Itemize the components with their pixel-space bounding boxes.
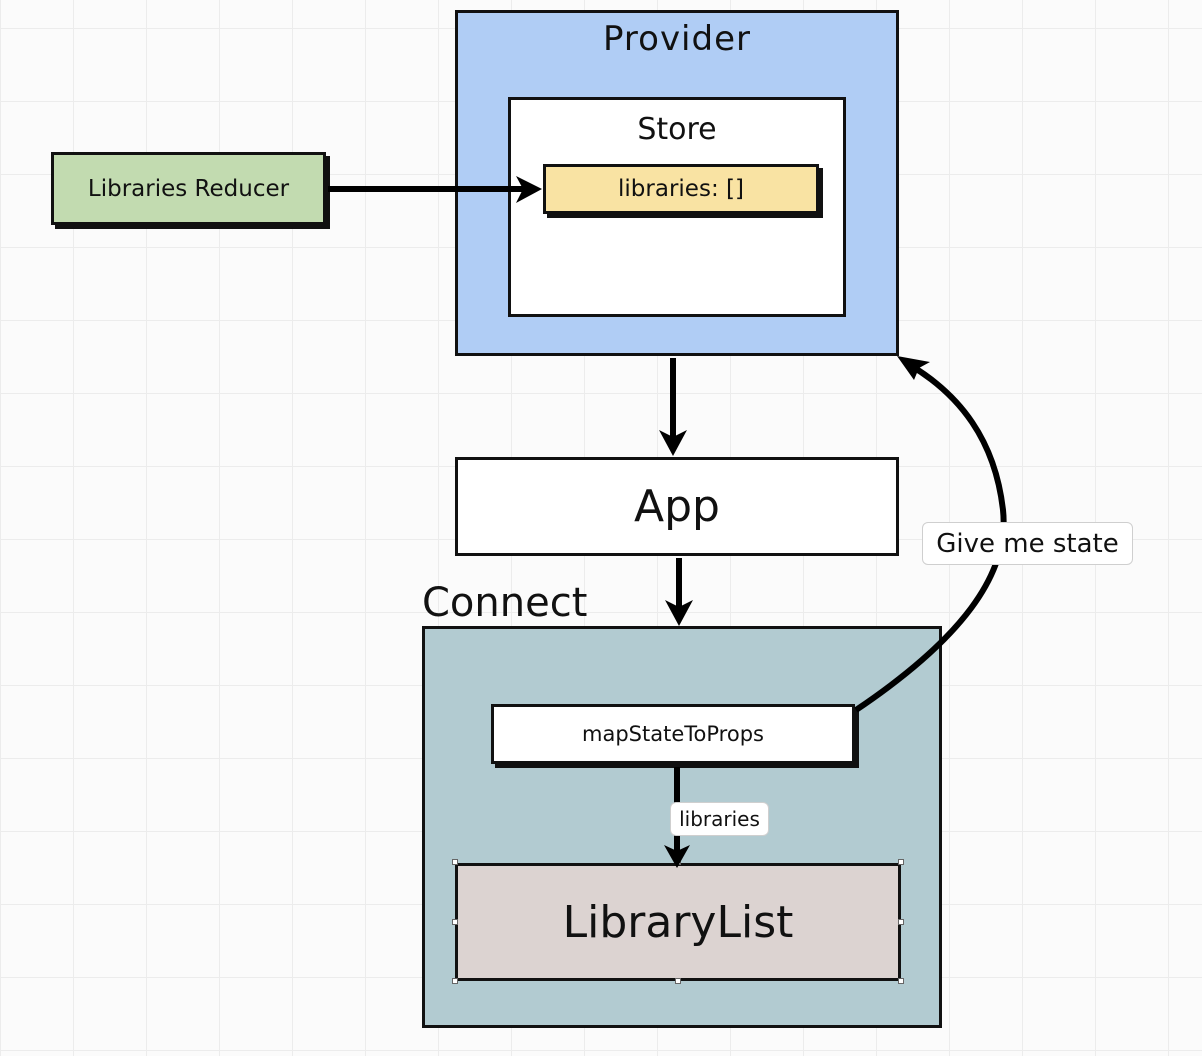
store-label: Store — [637, 112, 717, 147]
libraries-state-field[interactable]: libraries: [] — [543, 164, 819, 214]
selection-handle[interactable] — [675, 859, 681, 865]
selection-handle[interactable] — [898, 859, 904, 865]
library-list-label: LibraryList — [562, 896, 794, 948]
app-box[interactable]: App — [455, 457, 899, 556]
selection-handle[interactable] — [452, 919, 458, 925]
libraries-reducer-box[interactable]: Libraries Reducer — [51, 152, 326, 225]
selection-handle[interactable] — [898, 978, 904, 984]
give-me-state-text: Give me state — [936, 528, 1119, 559]
libraries-reducer-label: Libraries Reducer — [87, 175, 290, 202]
selection-handle[interactable] — [898, 919, 904, 925]
library-list-box[interactable]: LibraryList — [455, 863, 901, 981]
selection-handle[interactable] — [452, 859, 458, 865]
map-state-to-props-label: mapStateToProps — [582, 722, 764, 746]
provider-label: Provider — [603, 19, 751, 59]
app-label: App — [634, 481, 720, 532]
libraries-state-label: libraries: [] — [618, 176, 744, 202]
connect-label: Connect — [422, 580, 588, 626]
map-state-to-props-box[interactable]: mapStateToProps — [491, 704, 855, 764]
libraries-edge-text: libraries — [679, 807, 760, 831]
selection-handle[interactable] — [452, 978, 458, 984]
app-to-connect-arrowhead — [665, 600, 693, 626]
give-me-state-edge-label[interactable]: Give me state — [922, 522, 1133, 565]
provider-to-app-arrowhead — [659, 430, 687, 456]
selection-handle[interactable] — [675, 978, 681, 984]
give-me-state-arrowhead — [897, 356, 930, 380]
libraries-edge-label[interactable]: libraries — [670, 802, 769, 836]
